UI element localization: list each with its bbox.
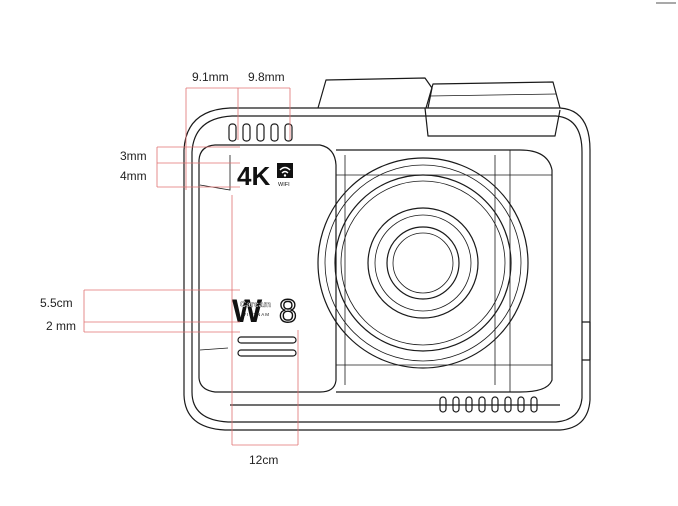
grille-slot — [284, 123, 293, 142]
bottom-grille — [439, 396, 538, 413]
front-panel — [198, 144, 337, 393]
wifi-icon — [277, 163, 293, 178]
brand-name: Carcam — [240, 299, 272, 309]
dim-top-left: 9.1mm — [192, 70, 229, 84]
lens-ring-2 — [324, 164, 522, 362]
top-mount-line — [429, 93, 557, 97]
speaker-slot — [237, 336, 297, 344]
grille-slot — [504, 396, 512, 413]
top-mount — [425, 81, 561, 109]
grille-slot — [270, 123, 279, 142]
lens-ring-outer — [317, 157, 529, 369]
grille-slot — [478, 396, 486, 413]
grille-slot — [465, 396, 473, 413]
grille-slot — [517, 396, 525, 413]
speaker-slot — [237, 349, 297, 357]
dim-left-2: 4mm — [120, 169, 147, 183]
brand-letter: W — [232, 293, 263, 329]
lens-ring-5 — [367, 207, 479, 319]
dim-bottom: 12cm — [249, 453, 278, 467]
brand-subtitle: VIETNAM — [243, 312, 270, 317]
lens-glass-inner — [392, 232, 454, 294]
grille-slot — [439, 396, 447, 413]
side-button — [582, 321, 591, 361]
lens-ring-3 — [334, 174, 512, 352]
dim-left-1: 3mm — [120, 149, 147, 163]
resolution-badge: 4K — [237, 161, 270, 191]
lens — [317, 157, 529, 369]
grille-slot — [530, 396, 538, 413]
panel-edge-2 — [199, 347, 229, 351]
dim-left-4: 2 mm — [46, 319, 76, 333]
lens-ring-6 — [374, 214, 472, 312]
outer-shell — [183, 107, 591, 431]
top-mount-front — [424, 107, 561, 137]
inner-shell — [191, 115, 583, 423]
lens-housing — [336, 149, 553, 393]
dim-left-3: 5.5cm — [40, 296, 73, 310]
wifi-label: WIFI — [278, 182, 290, 188]
grille-slot — [228, 123, 237, 142]
grille-slot — [242, 123, 251, 142]
dimension-lines — [83, 87, 299, 446]
grille-slot — [452, 396, 460, 413]
model-digit: 8 — [279, 293, 297, 329]
panel-edge-1 — [199, 155, 231, 191]
camera-body — [183, 77, 591, 431]
dim-top-right: 9.8mm — [248, 70, 285, 84]
grille-slot — [256, 123, 265, 142]
top-bump-left — [317, 77, 433, 109]
top-grille — [228, 123, 293, 142]
lens-ring-4 — [340, 180, 506, 346]
lens-glass — [386, 226, 460, 300]
grille-slot — [491, 396, 499, 413]
speaker-slots — [237, 336, 297, 357]
